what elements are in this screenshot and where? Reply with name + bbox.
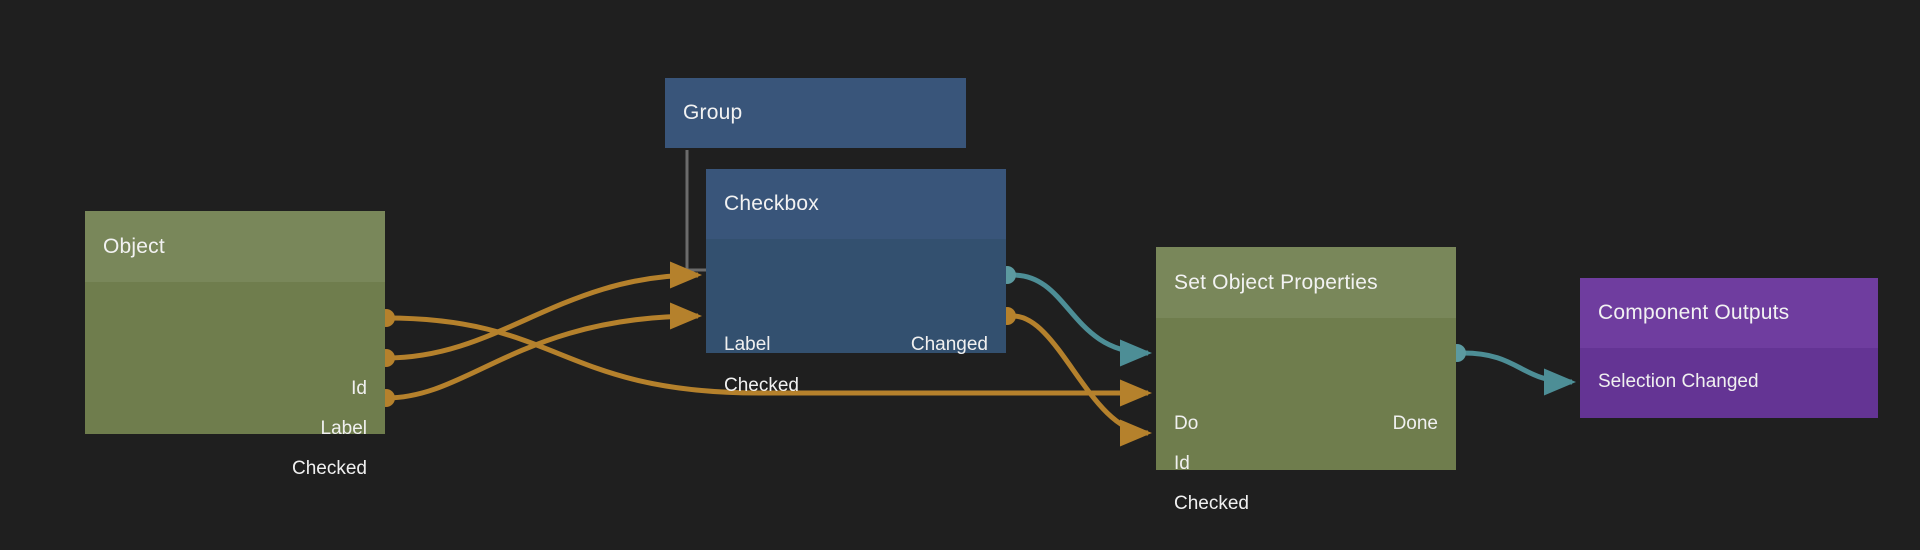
port-object-out-checked[interactable]: Checked [85, 457, 385, 481]
port-label: Checked [724, 375, 799, 396]
port-checkbox-out-data[interactable] [706, 374, 1006, 398]
node-object[interactable]: Object Id Label Checked [85, 211, 385, 479]
edge-object-label-to-checkbox-label [385, 261, 702, 361]
port-sop-in-id[interactable]: Id [1156, 452, 1456, 476]
port-sop-in-do[interactable]: Do [1156, 412, 1456, 436]
port-label: Label [320, 418, 368, 439]
node-component-outputs-title: Component Outputs [1598, 301, 1790, 324]
port-sop-in-checked[interactable]: Checked [1156, 492, 1456, 516]
port-label: Id [351, 378, 367, 399]
edge-sop-done-to-component-outputs [1462, 350, 1576, 396]
node-set-object-properties-body: Do Id Checked Done [1156, 318, 1456, 514]
port-object-out-label[interactable]: Label [85, 417, 385, 441]
port-label: Selection Changed [1598, 371, 1759, 392]
port-label: Done [1392, 413, 1438, 434]
port-checkbox-in-checked[interactable]: Checked [706, 374, 1006, 398]
port-label: Checked [292, 458, 367, 479]
node-group-title-bar: Group [665, 78, 966, 148]
port-label: Id [1174, 453, 1190, 474]
node-checkbox[interactable]: Checkbox Label Checked Changed [706, 169, 1006, 396]
port-label: Checked [1174, 493, 1249, 514]
port-sop-out-done[interactable]: Done [1156, 412, 1456, 436]
port-label: Do [1174, 413, 1199, 434]
port-object-out-id[interactable]: Id [85, 377, 385, 401]
port-label: Changed [910, 334, 988, 355]
port-label: Label [724, 334, 771, 355]
node-checkbox-title-bar: Checkbox [706, 169, 1006, 239]
node-component-outputs-body: Selection Changed [1580, 348, 1878, 418]
group-to-checkbox-connector [685, 150, 706, 272]
node-component-outputs-title-bar: Component Outputs [1580, 278, 1878, 348]
node-set-object-properties-title: Set Object Properties [1174, 270, 1378, 294]
node-object-title: Object [103, 234, 165, 258]
port-checkbox-out-changed[interactable]: Changed [706, 333, 1006, 357]
node-object-title-bar: Object [85, 211, 385, 282]
node-checkbox-body: Label Checked Changed [706, 239, 1006, 396]
node-checkbox-title: Checkbox [724, 192, 819, 215]
node-set-object-properties[interactable]: Set Object Properties Do Id Checked Done [1156, 247, 1456, 514]
edge-object-checked-to-checkbox-checked [385, 302, 703, 401]
edge-checkbox-out-to-sop-checked [1012, 313, 1152, 447]
port-checkbox-in-label[interactable]: Label [706, 333, 1006, 357]
node-component-outputs[interactable]: Component Outputs Selection Changed [1580, 278, 1878, 418]
node-set-object-properties-title-bar: Set Object Properties [1156, 247, 1456, 318]
node-group[interactable]: Group [665, 78, 966, 148]
edge-checkbox-changed-to-sop-do [1012, 272, 1152, 367]
node-group-title: Group [683, 101, 743, 124]
port-component-outputs-in-selection-changed[interactable]: Selection Changed [1580, 370, 1878, 394]
node-object-body: Id Label Checked [85, 282, 385, 479]
